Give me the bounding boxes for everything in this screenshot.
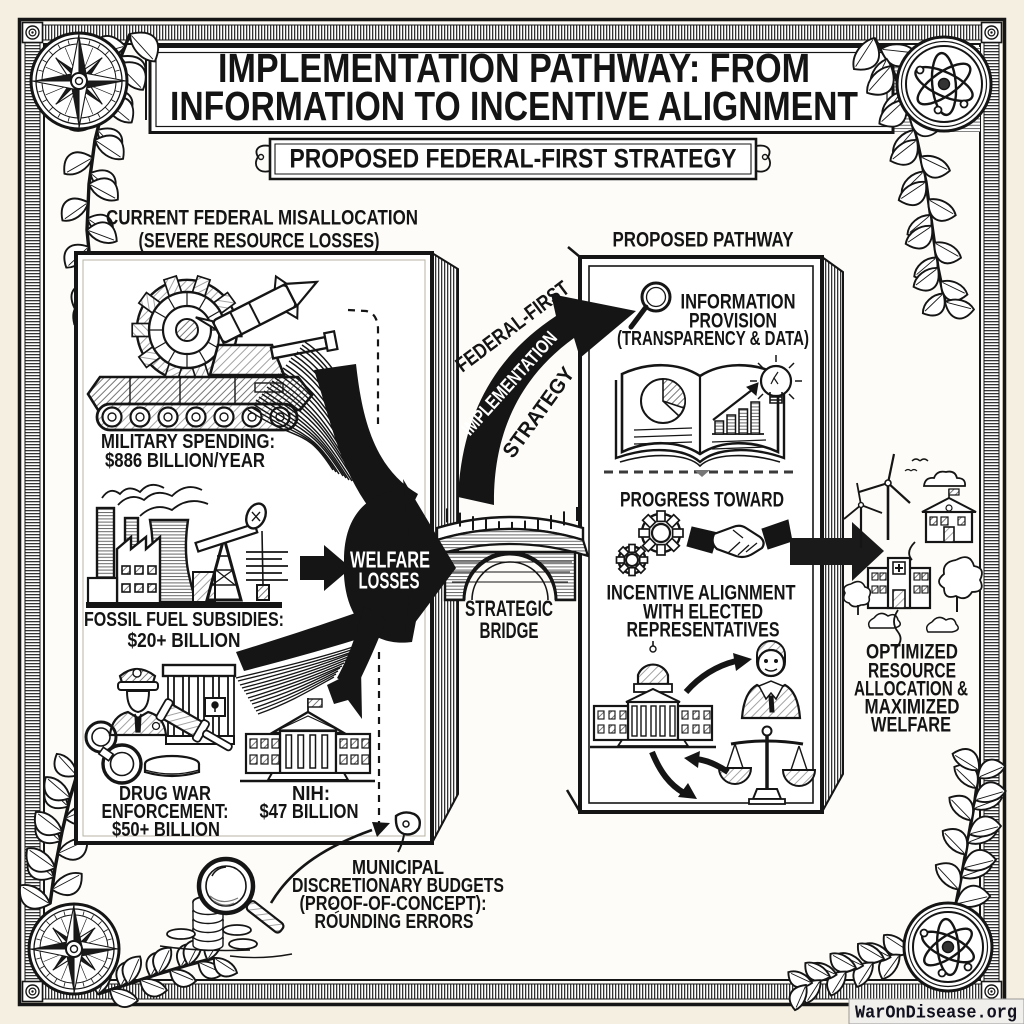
svg-text:RESOURCE: RESOURCE (868, 660, 956, 683)
svg-text:INFORMATION: INFORMATION (681, 291, 796, 314)
svg-text:IMPLEMENTATION PATHWAY: FROM: IMPLEMENTATION PATHWAY: FROM (218, 45, 810, 91)
svg-text:(SEVERE RESOURCE LOSSES): (SEVERE RESOURCE LOSSES) (139, 230, 380, 253)
svg-text:PROPOSED FEDERAL-FIRST STRATEG: PROPOSED FEDERAL-FIRST STRATEGY (290, 144, 737, 174)
svg-text:WarOnDisease.org: WarOnDisease.org (855, 1004, 1017, 1024)
svg-text:PROPOSED PATHWAY: PROPOSED PATHWAY (613, 229, 794, 252)
svg-text:LOSSES: LOSSES (359, 567, 420, 593)
svg-text:$50+ BILLION: $50+ BILLION (112, 819, 220, 841)
svg-text:OPTIMIZED: OPTIMIZED (866, 641, 958, 664)
svg-text:NIH:: NIH: (292, 783, 330, 805)
svg-text:(TRANSPARENCY & DATA): (TRANSPARENCY & DATA) (617, 328, 809, 350)
svg-text:(PROOF-OF-CONCEPT):: (PROOF-OF-CONCEPT): (300, 893, 487, 915)
svg-text:FOSSIL FUEL SUBSIDIES:: FOSSIL FUEL SUBSIDIES: (84, 609, 284, 631)
svg-text:$20+ BILLION: $20+ BILLION (128, 630, 241, 652)
svg-text:WELFARE: WELFARE (871, 714, 951, 737)
svg-text:WITH ELECTED: WITH ELECTED (643, 601, 763, 624)
svg-text:ENFORCEMENT:: ENFORCEMENT: (102, 801, 229, 823)
svg-text:$886 BILLION/YEAR: $886 BILLION/YEAR (105, 450, 265, 472)
svg-text:MUNICIPAL: MUNICIPAL (352, 857, 444, 879)
svg-text:ROUNDING ERRORS: ROUNDING ERRORS (315, 911, 474, 933)
svg-text:PROGRESS TOWARD: PROGRESS TOWARD (620, 489, 784, 512)
svg-text:WELFARE: WELFARE (350, 546, 430, 572)
svg-text:ALLOCATION &: ALLOCATION & (854, 678, 968, 701)
svg-text:BRIDGE: BRIDGE (480, 618, 539, 643)
svg-text:MILITARY SPENDING:: MILITARY SPENDING: (101, 431, 275, 453)
svg-text:$47 BILLION: $47 BILLION (260, 801, 359, 823)
svg-text:STRATEGIC: STRATEGIC (465, 596, 553, 621)
svg-text:MAXIMIZED: MAXIMIZED (865, 696, 960, 719)
svg-text:DISCRETIONARY BUDGETS: DISCRETIONARY BUDGETS (292, 875, 504, 897)
svg-text:DRUG WAR: DRUG WAR (119, 783, 211, 805)
svg-text:INCENTIVE ALIGNMENT: INCENTIVE ALIGNMENT (607, 582, 796, 605)
svg-text:REPRESENTATIVES: REPRESENTATIVES (627, 619, 780, 642)
svg-text:PROVISION: PROVISION (689, 310, 777, 333)
svg-text:INFORMATION TO INCENTIVE ALIGN: INFORMATION TO INCENTIVE ALIGNMENT (170, 83, 858, 129)
svg-text:CURRENT FEDERAL MISALLOCATION: CURRENT FEDERAL MISALLOCATION (106, 207, 418, 230)
